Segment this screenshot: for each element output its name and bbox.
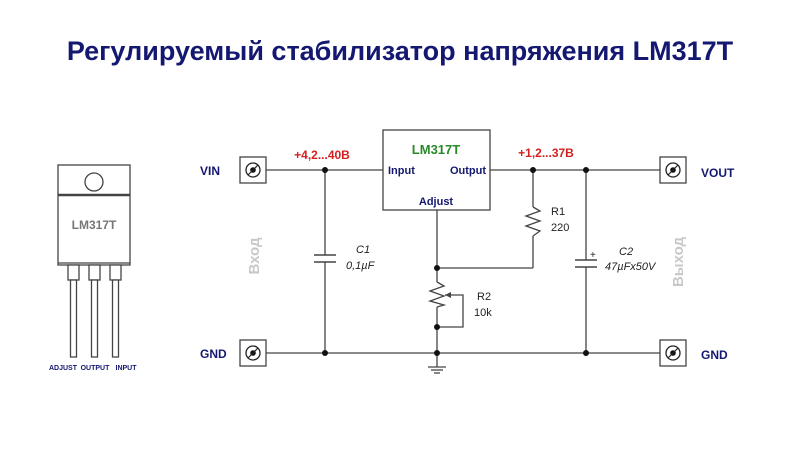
junction-dot bbox=[583, 350, 589, 356]
capacitor-c2 bbox=[575, 259, 597, 268]
label-vin: VIN bbox=[200, 164, 220, 178]
label-gnd-right: GND bbox=[701, 348, 728, 362]
package-mount-hole bbox=[84, 172, 104, 192]
package-pin-adjust bbox=[67, 264, 80, 358]
page-title: Регулируемый стабилизатор напряжения LM3… bbox=[66, 36, 734, 66]
label-r1-value: 220 bbox=[551, 222, 569, 234]
ic-pin-input: Input bbox=[388, 165, 415, 177]
label-c1-ref: C1 bbox=[356, 244, 370, 256]
label-r2-ref: R2 bbox=[477, 291, 491, 303]
label-input-voltage: +4,2...40В bbox=[294, 148, 350, 162]
wires bbox=[266, 169, 660, 367]
package-pin-output bbox=[88, 264, 101, 358]
terminal-vin bbox=[239, 156, 267, 184]
junctions bbox=[322, 167, 589, 356]
package-pin-input bbox=[109, 264, 122, 358]
junction-dot bbox=[530, 167, 536, 173]
label-r2-value: 10k bbox=[474, 307, 492, 319]
wire-r2-wiper bbox=[437, 294, 464, 328]
r2-wiper-arrow-icon bbox=[445, 292, 451, 298]
label-c2-value: 47µFx50V bbox=[605, 261, 657, 273]
label-c1-value: 0,1µF bbox=[346, 260, 376, 272]
ic-name: LM317T bbox=[412, 142, 460, 157]
label-c2-polarity: + bbox=[590, 250, 596, 261]
label-r1-ref: R1 bbox=[551, 206, 565, 218]
pin-label-input: INPUT bbox=[116, 365, 138, 372]
junction-dot bbox=[322, 350, 328, 356]
label-c2-ref: C2 bbox=[619, 246, 633, 258]
terminal-gnd-left bbox=[239, 339, 267, 367]
package-label: LM317T bbox=[72, 218, 117, 232]
label-output-voltage: +1,2...37В bbox=[518, 146, 574, 160]
side-label-output: Выход bbox=[670, 236, 687, 287]
junction-dot bbox=[322, 167, 328, 173]
pin-label-adjust: ADJUST bbox=[49, 365, 78, 372]
to220-package bbox=[57, 164, 131, 358]
resistor-r1 bbox=[524, 206, 542, 237]
junction-dot bbox=[583, 167, 589, 173]
ic-pin-output: Output bbox=[450, 165, 486, 177]
label-vout: VOUT bbox=[701, 166, 735, 180]
ic-pin-adjust: Adjust bbox=[419, 196, 454, 208]
junction-dot bbox=[434, 324, 440, 330]
junction-dot bbox=[434, 350, 440, 356]
ground-icon bbox=[428, 366, 446, 374]
capacitor-c1 bbox=[314, 254, 336, 263]
ic-lm317t bbox=[382, 129, 491, 211]
label-gnd-left: GND bbox=[200, 347, 227, 361]
terminal-gnd-right bbox=[659, 339, 687, 367]
terminal-vout bbox=[659, 156, 687, 184]
side-label-input: Вход bbox=[246, 237, 263, 275]
pin-label-output: OUTPUT bbox=[81, 365, 111, 372]
junction-dot bbox=[434, 265, 440, 271]
resistor-r2 bbox=[427, 281, 447, 308]
